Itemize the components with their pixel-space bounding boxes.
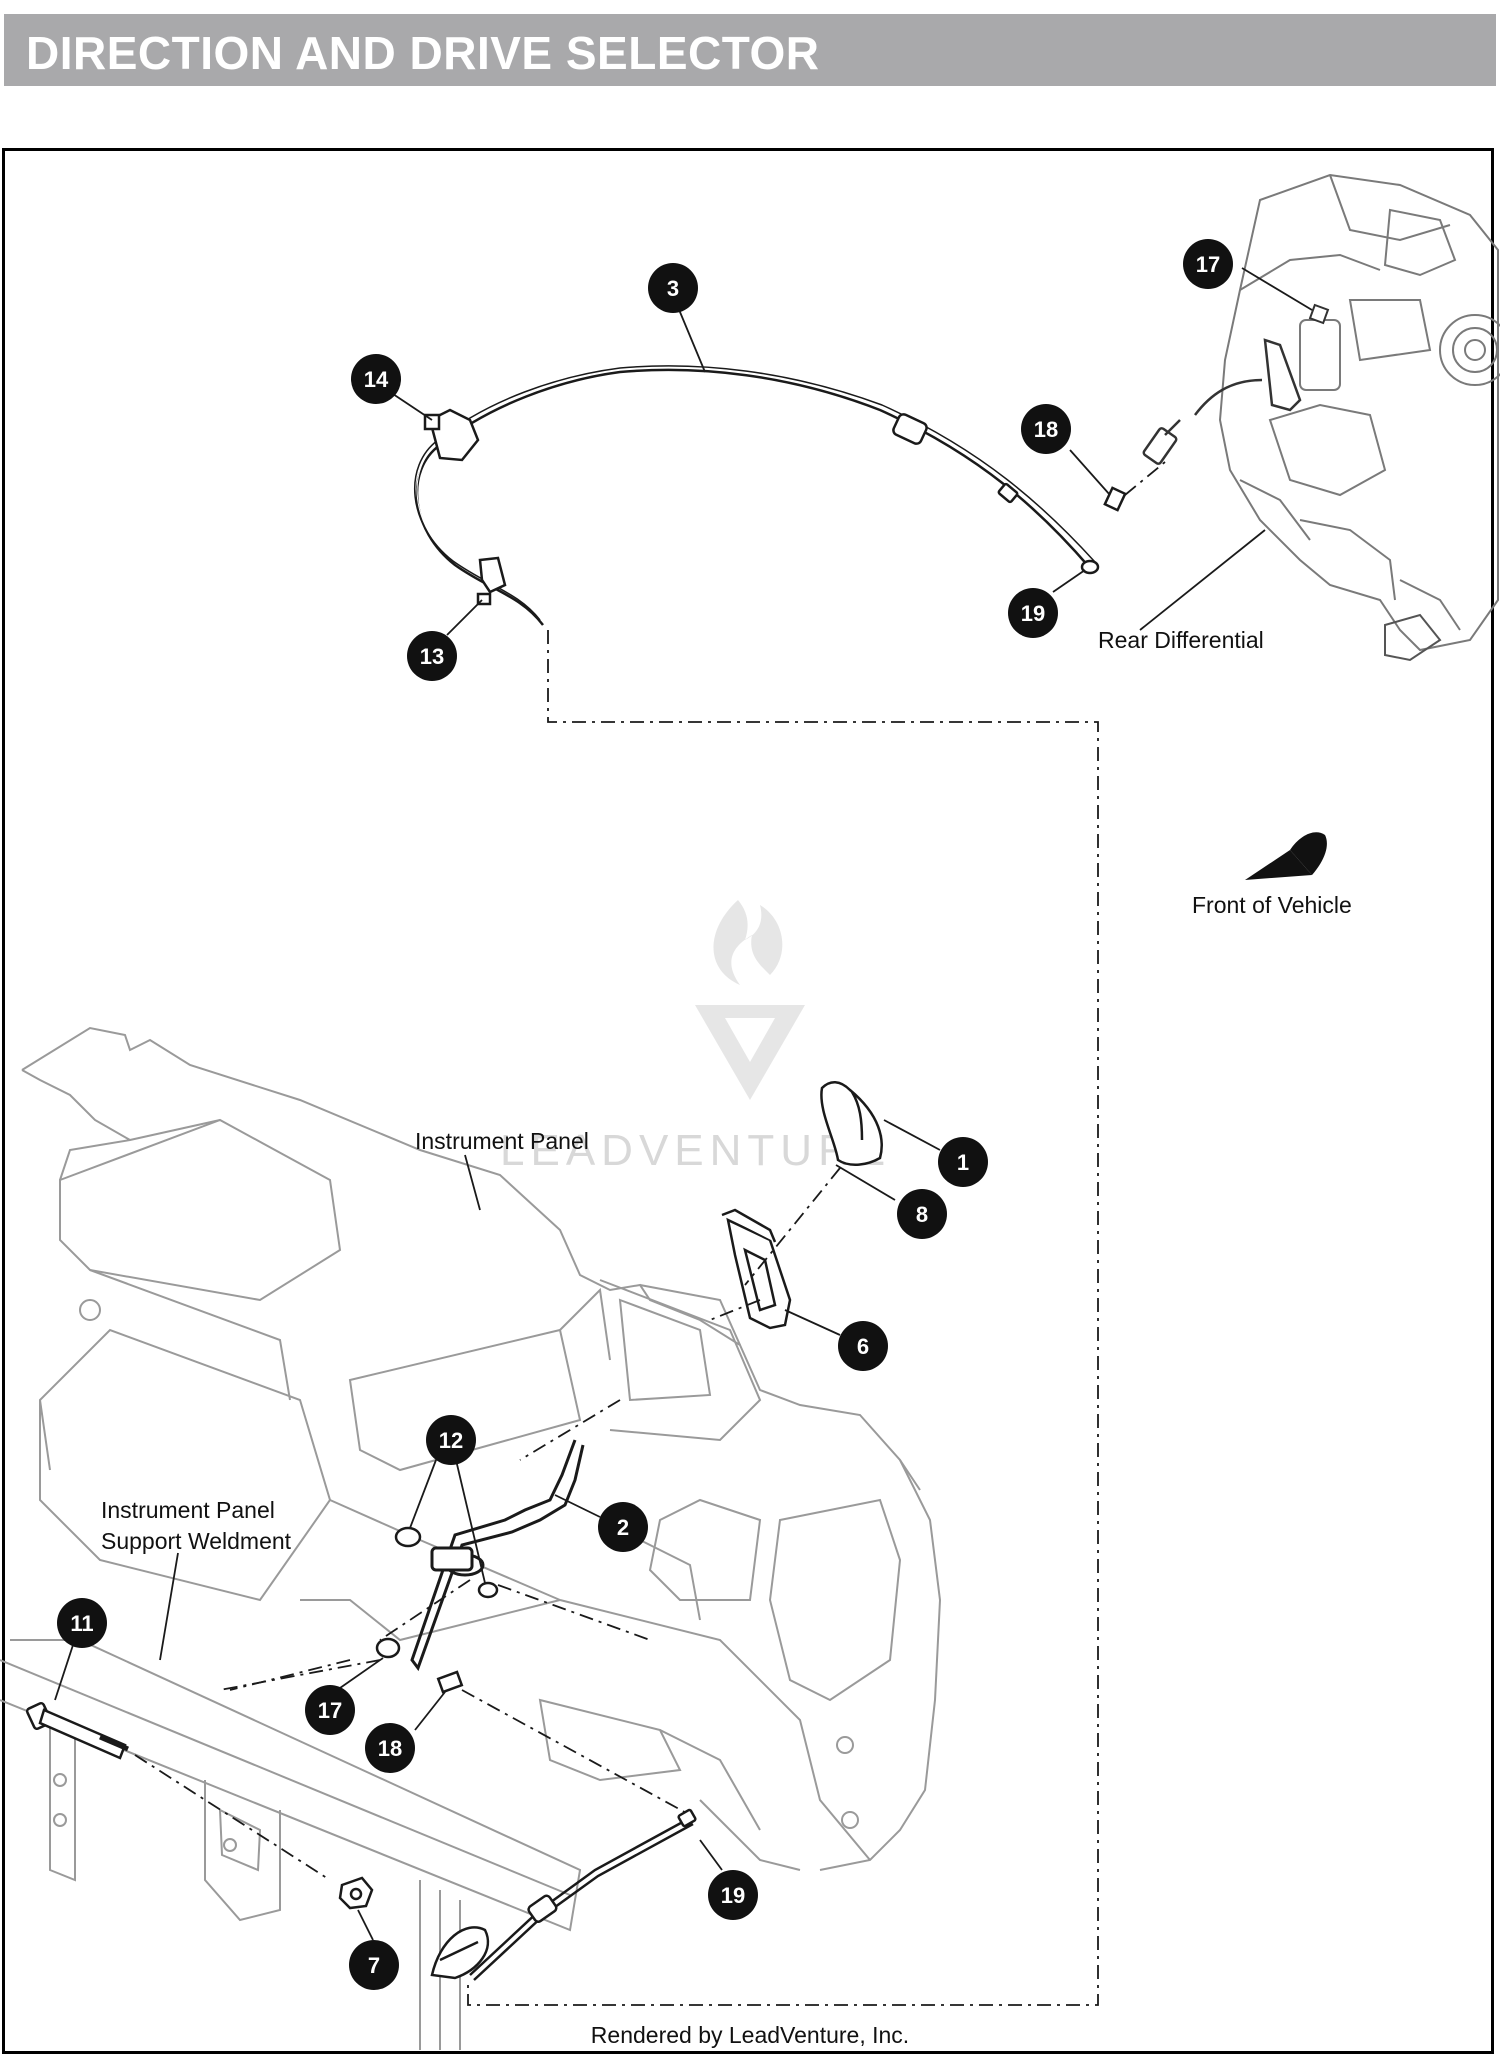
page-title: DIRECTION AND DRIVE SELECTOR bbox=[26, 27, 820, 79]
dashed-lines-top bbox=[467, 461, 1166, 2006]
shift-lever-2 bbox=[410, 1439, 585, 1672]
clamp-13 bbox=[476, 556, 507, 606]
callout-3-number: 3 bbox=[667, 276, 679, 301]
callout-18-bottom: 18 bbox=[365, 1723, 415, 1773]
callout-14: 14 bbox=[351, 354, 401, 404]
callout-18-top: 18 bbox=[1021, 404, 1071, 454]
shift-knob-1 bbox=[820, 1081, 883, 1166]
dashed-lines-bottom bbox=[134, 1167, 841, 1881]
callout-13-number: 13 bbox=[420, 644, 444, 669]
callout-1-number: 1 bbox=[957, 1150, 969, 1175]
callout-11: 11 bbox=[57, 1598, 107, 1648]
fastener-18-top bbox=[1103, 486, 1127, 512]
callout-17-bottom: 17 bbox=[305, 1685, 355, 1735]
callout-1: 1 bbox=[938, 1137, 988, 1187]
bushing-12 bbox=[394, 1526, 499, 1599]
callout-8: 8 bbox=[897, 1189, 947, 1239]
watermark-logo bbox=[695, 900, 805, 1100]
label-front-of-vehicle: Front of Vehicle bbox=[1192, 892, 1352, 918]
callout-12-number: 12 bbox=[439, 1428, 463, 1453]
stud-18-bottom bbox=[436, 1670, 464, 1694]
callout-7-number: 7 bbox=[368, 1953, 380, 1978]
callout-19-top: 19 bbox=[1008, 588, 1058, 638]
callout-3: 3 bbox=[648, 263, 698, 313]
callout-7: 7 bbox=[349, 1940, 399, 1990]
callout-2: 2 bbox=[598, 1502, 648, 1552]
callout-8-number: 8 bbox=[916, 1202, 928, 1227]
callout-12: 12 bbox=[426, 1415, 476, 1465]
nut-17-bottom bbox=[375, 1637, 401, 1659]
nut-7 bbox=[338, 1876, 374, 1910]
label-instrument-panel: Instrument Panel bbox=[415, 1128, 589, 1154]
callout-19-top-number: 19 bbox=[1021, 601, 1045, 626]
shift-bezel-6 bbox=[721, 1208, 792, 1330]
footer-rendered-by: Rendered by LeadVenture, Inc. bbox=[591, 2022, 909, 2048]
callout-11-number: 11 bbox=[70, 1611, 93, 1636]
callout-13: 13 bbox=[407, 631, 457, 681]
front-of-vehicle-arrow-icon bbox=[1245, 832, 1327, 880]
callout-18-top-number: 18 bbox=[1034, 417, 1058, 442]
callout-2-number: 2 bbox=[617, 1515, 629, 1540]
label-rear-differential: Rear Differential bbox=[1098, 627, 1264, 653]
title-bar: DIRECTION AND DRIVE SELECTOR bbox=[4, 14, 1496, 86]
callout-17-top-number: 17 bbox=[1196, 252, 1220, 277]
callout-17-top: 17 bbox=[1183, 239, 1233, 289]
differential-fastener-17 bbox=[1308, 303, 1330, 325]
callout-6-number: 6 bbox=[857, 1334, 869, 1359]
diagram-frame bbox=[2, 148, 1494, 2054]
cable-3 bbox=[414, 365, 1100, 626]
support-weldment-drawing bbox=[0, 1639, 582, 2050]
clamp-14 bbox=[423, 408, 480, 462]
cable-end-bottom bbox=[430, 1808, 697, 1981]
bolt-11 bbox=[25, 1701, 129, 1760]
callout-19-bottom: 19 bbox=[708, 1870, 758, 1920]
watermark-text: LEADVENTURE bbox=[500, 1126, 891, 1175]
callout-17-bottom-number: 17 bbox=[318, 1698, 342, 1723]
leader-lines-top bbox=[389, 267, 1313, 636]
leader-lines-bottom bbox=[54, 1119, 941, 1941]
callout-14-number: 14 bbox=[364, 367, 389, 392]
label-support-weldment-line2: Support Weldment bbox=[101, 1528, 292, 1554]
callout-18-bottom-number: 18 bbox=[378, 1736, 402, 1761]
callout-19-bottom-number: 19 bbox=[721, 1883, 745, 1908]
callout-6: 6 bbox=[838, 1321, 888, 1371]
instrument-panel-drawing bbox=[21, 1026, 942, 1871]
rear-differential-drawing bbox=[1218, 173, 1500, 662]
differential-shift-arm bbox=[1142, 338, 1302, 465]
label-support-weldment-line1: Instrument Panel bbox=[101, 1497, 275, 1523]
